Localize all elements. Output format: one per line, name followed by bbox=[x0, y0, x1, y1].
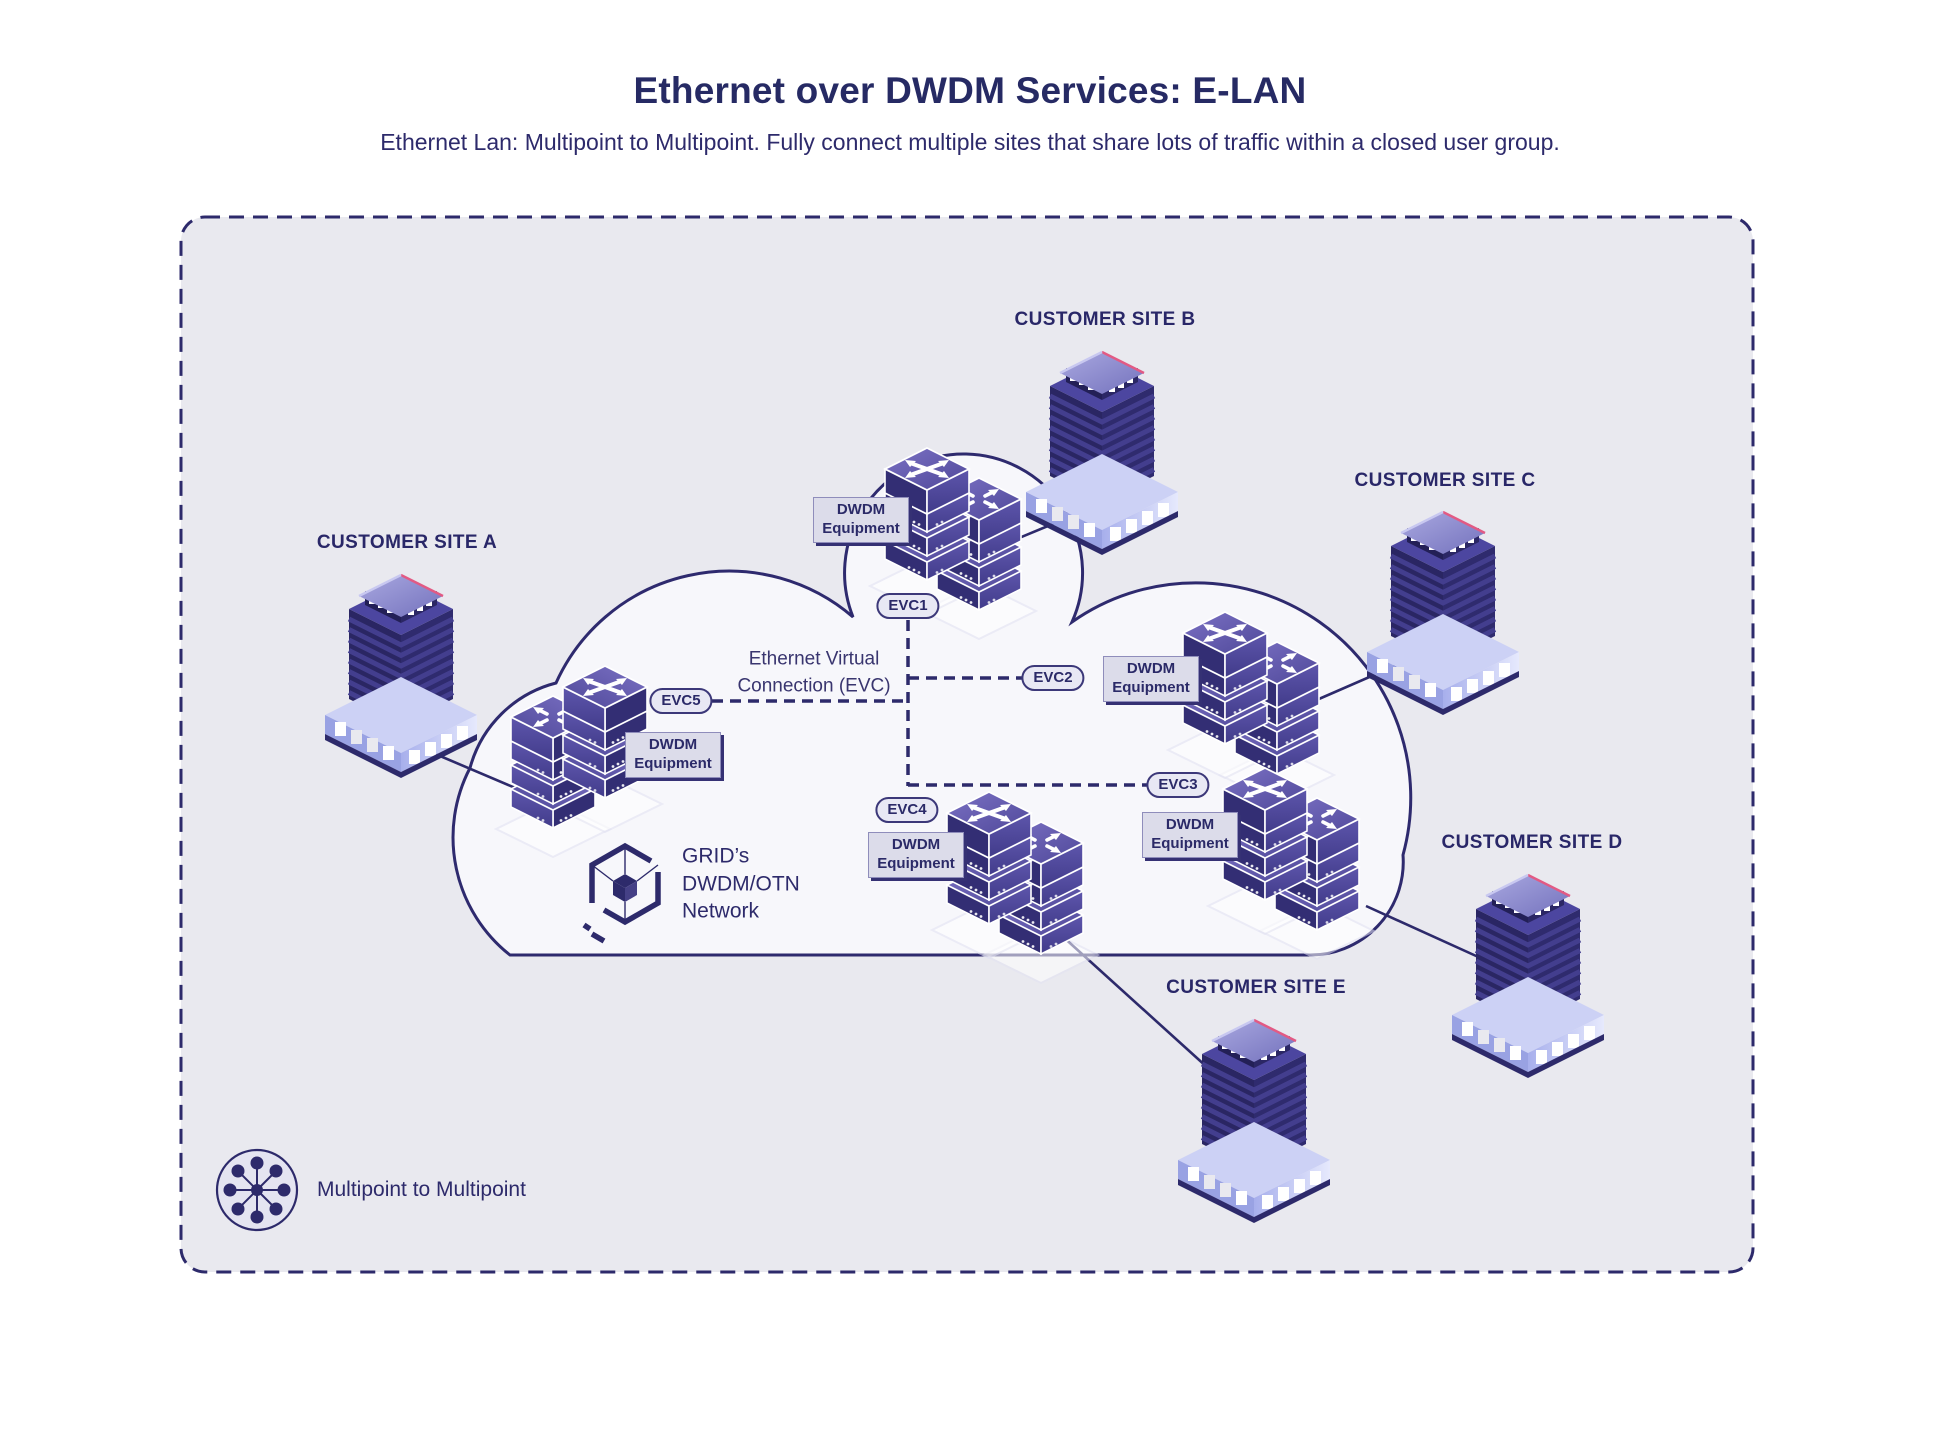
evc-dashed-lines bbox=[712, 620, 1148, 787]
site-b-label: CUSTOMER SITE B bbox=[1014, 309, 1196, 330]
dwdm-label-line2: Equipment bbox=[877, 854, 955, 872]
legend-label: Multipoint to Multipoint bbox=[317, 1178, 526, 1201]
dwdm-label-site-e: DWDM Equipment bbox=[868, 832, 964, 878]
dwdm-label-line1: DWDM bbox=[1126, 660, 1176, 677]
grid-logo-icon bbox=[582, 842, 661, 944]
evc3-badge: EVC3 bbox=[1146, 772, 1210, 798]
dwdm-label-site-a: DWDM Equipment bbox=[625, 732, 721, 778]
network-name-label: GRID’s DWDM/OTN Network bbox=[682, 842, 800, 925]
page-title: Ethernet over DWDM Services: E-LAN bbox=[633, 70, 1307, 111]
evc4-badge: EVC4 bbox=[875, 797, 939, 823]
dwdm-label-site-c: DWDM Equipment bbox=[1103, 656, 1199, 702]
dwdm-label-site-b: DWDM Equipment bbox=[813, 497, 909, 543]
network-name-line3: Network bbox=[682, 899, 760, 923]
network-name-line1: GRID’s bbox=[682, 844, 750, 868]
dwdm-label-line2: Equipment bbox=[822, 519, 900, 537]
evc2-badge: EVC2 bbox=[1021, 665, 1085, 691]
evc1-badge: EVC1 bbox=[876, 593, 940, 619]
connection-line bbox=[1365, 904, 1486, 962]
dwdm-label-line1: DWDM bbox=[648, 736, 698, 753]
site-c-label: CUSTOMER SITE C bbox=[1354, 470, 1536, 491]
dwdm-label-site-d: DWDM Equipment bbox=[1142, 812, 1238, 858]
page-subtitle: Ethernet Lan: Multipoint to Multipoint. … bbox=[380, 129, 1560, 155]
evc5-badge: EVC5 bbox=[649, 688, 713, 714]
dwdm-label-line2: Equipment bbox=[1151, 834, 1229, 852]
dwdm-label-line2: Equipment bbox=[634, 754, 712, 772]
connection-line bbox=[432, 751, 521, 792]
site-e-label: CUSTOMER SITE E bbox=[1166, 977, 1346, 998]
network-name-line2: DWDM/OTN bbox=[682, 872, 800, 896]
dwdm-label-line2: Equipment bbox=[1112, 678, 1190, 696]
site-a-label: CUSTOMER SITE A bbox=[316, 532, 498, 553]
site-d-label: CUSTOMER SITE D bbox=[1441, 832, 1623, 853]
dwdm-label-line1: DWDM bbox=[891, 836, 941, 853]
multipoint-icon bbox=[215, 1148, 299, 1232]
evc-caption: Ethernet Virtual Connection (EVC) bbox=[737, 646, 890, 699]
evc-caption-line1: Ethernet Virtual bbox=[748, 648, 880, 670]
dwdm-label-line1: DWDM bbox=[1165, 816, 1215, 833]
dwdm-label-line1: DWDM bbox=[836, 501, 886, 518]
evc-caption-line2: Connection (EVC) bbox=[737, 675, 891, 696]
